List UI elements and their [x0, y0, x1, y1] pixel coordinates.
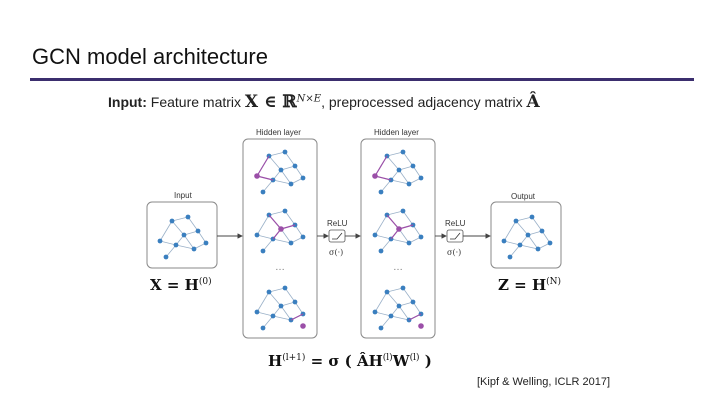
hidden-layer-2-box — [360, 138, 436, 339]
output-graph-box — [490, 201, 562, 269]
input-description: Input: Feature matrix X ∈ ℝN×E, preproce… — [108, 92, 540, 112]
output-formula-sup: (N) — [546, 277, 562, 287]
sigma-1-label: σ(·) — [329, 248, 344, 257]
hidden-layer-2-label: Hidden layer — [374, 128, 419, 137]
sigma-2-label: σ(·) — [447, 248, 462, 257]
feature-matrix-symbol: X ∈ ℝ — [244, 92, 297, 112]
hidden-1-highlight-nodes — [254, 173, 306, 329]
relu-1-icon — [332, 232, 343, 240]
update-formula-sup3: (l) — [409, 353, 420, 363]
update-formula-sup2: (l) — [382, 353, 393, 363]
input-formula-main: X = H — [150, 276, 199, 294]
relu-2-box — [446, 229, 464, 243]
hidden-1-graph-a — [254, 149, 306, 195]
relu-2-icon — [450, 232, 461, 240]
slide-title: GCN model architecture — [32, 44, 268, 69]
title-divider — [30, 78, 694, 81]
adjacency-matrix-symbol: Â — [526, 92, 540, 112]
output-graph — [501, 214, 553, 260]
input-label: Input — [174, 191, 192, 200]
update-formula-h: H — [268, 352, 283, 370]
hidden-layer-1-box — [242, 138, 318, 339]
input-graph — [157, 214, 209, 260]
input-graph-box — [146, 201, 218, 269]
input-prefix: Input: — [108, 94, 147, 110]
input-text-2: , preprocessed adjacency matrix — [321, 94, 527, 110]
input-text-1: Feature matrix — [146, 94, 245, 110]
relu-1-label: ReLU — [327, 219, 348, 228]
update-formula-rhs: = σ ( ÂH — [305, 352, 383, 370]
relu-2-label: ReLU — [445, 219, 466, 228]
citation: [Kipf & Welling, ICLR 2017] — [477, 376, 611, 388]
update-formula-w: W — [392, 352, 410, 370]
hidden-1-ellipsis: … — [275, 262, 285, 273]
hidden-layer-1-label: Hidden layer — [256, 128, 301, 137]
update-formula-close: ) — [419, 352, 432, 370]
hidden-1-highlight-edges — [256, 155, 304, 321]
hidden-2-highlight-edges — [374, 155, 422, 321]
hidden-2-ellipsis: … — [393, 262, 403, 273]
relu-1-box — [328, 229, 346, 243]
input-formula-sup: (0) — [198, 277, 212, 287]
hidden-2-graph-c — [372, 285, 424, 331]
output-formula: Z = H(N) — [498, 276, 561, 294]
update-rule-formula: H(l+1) = σ ( ÂH(l)W(l) ) — [268, 352, 432, 370]
hidden-1-graph-c — [254, 285, 306, 331]
input-formula: X = H(0) — [150, 276, 212, 294]
update-formula-sup: (l+1) — [282, 353, 306, 363]
hidden-2-graph-a — [372, 149, 424, 195]
hidden-2-highlight-nodes — [372, 173, 424, 329]
feature-matrix-dims: N×E — [296, 93, 322, 105]
output-formula-main: Z = H — [498, 276, 547, 294]
output-label: Output — [511, 192, 536, 201]
